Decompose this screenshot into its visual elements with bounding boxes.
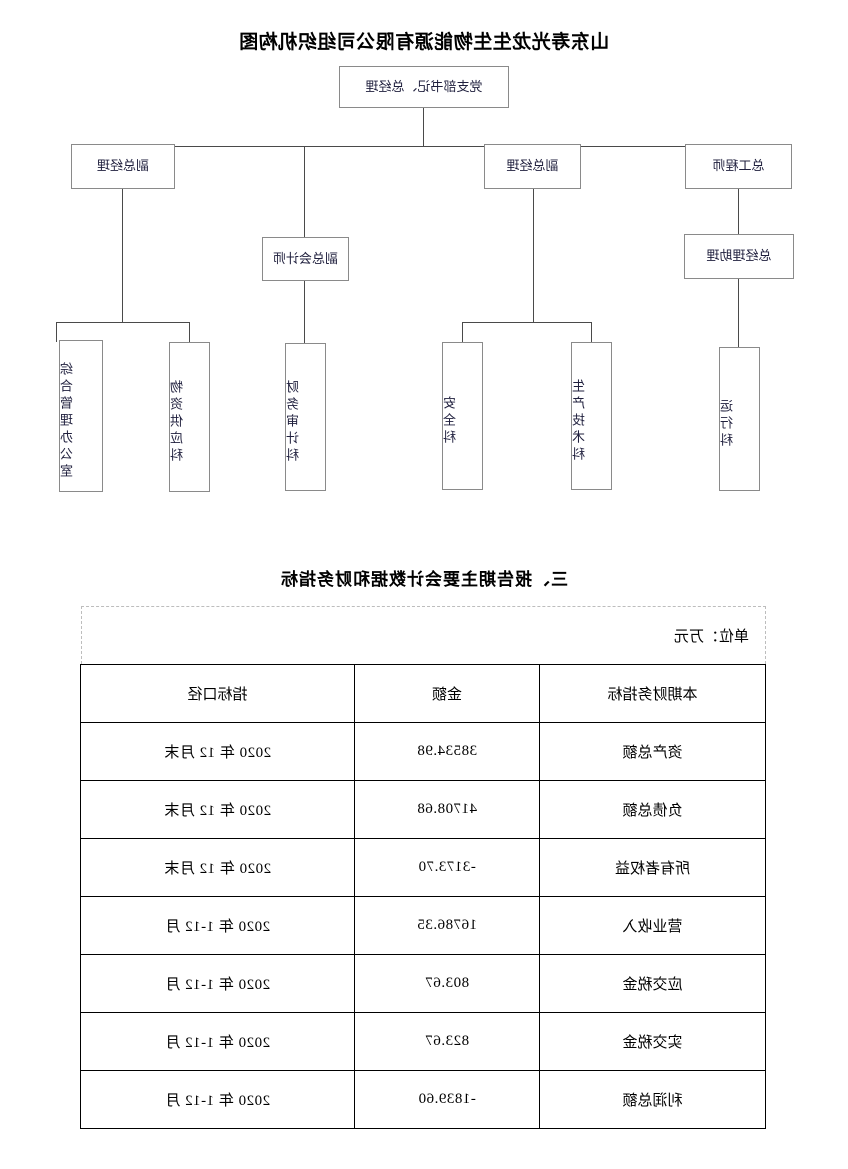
org-node-gm-assistant: 总经理助理 — [684, 234, 794, 279]
column-header-metric: 本期财务指标 — [539, 664, 766, 723]
connector-chief-engineer-to-assistant — [738, 189, 739, 234]
cell-amount: 41708.68 — [354, 780, 540, 839]
cell-metric: 实交税金 — [539, 1012, 766, 1071]
connector-deputy-gm-mid-stem — [533, 189, 534, 322]
connector-drop-production-tech — [591, 322, 592, 342]
column-header-amount: 金额 — [354, 664, 540, 723]
cell-metric: 利润总额 — [539, 1070, 766, 1129]
financial-table-block: 单位：万元 本期财务指标 金额 指标口径 资产总额 38534.98 2020 … — [80, 606, 766, 1129]
table-row: 所有者权益 -3173.70 2020 年 12 月末 — [80, 838, 766, 897]
cell-scope: 2020 年 1-12 月 — [80, 954, 355, 1013]
org-node-deputy-gm-right: 副总经理 — [71, 144, 175, 189]
org-node-chief-engineer: 总工程师 — [685, 144, 792, 189]
org-node-root: 党支部书记、总经理 — [339, 66, 509, 108]
cell-amount: -3173.70 — [354, 838, 540, 897]
cell-amount: -1839.60 — [354, 1070, 540, 1129]
org-node-dept-safety: 安全科 — [442, 342, 483, 490]
connector-deputy-gm-right-stem — [122, 189, 123, 322]
org-node-deputy-chief-accountant: 副总会计师 — [262, 237, 349, 281]
column-header-scope: 指标口径 — [80, 664, 355, 723]
financial-metrics-table: 本期财务指标 金额 指标口径 资产总额 38534.98 2020 年 12 月… — [80, 664, 766, 1129]
connector-drop-safety — [462, 322, 463, 342]
section-heading: 三、报告期主要会计数据和财务指标 — [280, 570, 568, 589]
connector-assistant-to-operations — [738, 279, 739, 347]
org-node-dept-operations: 运行科 — [719, 347, 760, 491]
cell-scope: 2020 年 12 月末 — [80, 780, 355, 839]
cell-amount: 38534.98 — [354, 722, 540, 781]
connector-accountant-to-finance-audit — [304, 281, 305, 343]
org-chart: 山东寿光龙生生物能源有限公司组织机构图 党支部书记、总经理 总工程师 副总经理 … — [0, 0, 848, 520]
connector-drop-deputy-chief-accountant — [304, 146, 305, 238]
cell-scope: 2020 年 1-12 月 — [80, 896, 355, 955]
cell-scope: 2020 年 12 月末 — [80, 722, 355, 781]
connector-level2-bus — [123, 146, 739, 147]
cell-metric: 负债总额 — [539, 780, 766, 839]
cell-metric: 资产总额 — [539, 722, 766, 781]
org-node-dept-material-supply: 物资供应科 — [169, 342, 210, 492]
org-node-dept-production-tech: 生产技术科 — [571, 342, 612, 490]
cell-metric: 应交税金 — [539, 954, 766, 1013]
table-row: 营业收入 16786.35 2020 年 1-12 月 — [80, 896, 766, 955]
cell-metric: 所有者权益 — [539, 838, 766, 897]
connector-deputy-gm-right-bus — [57, 322, 190, 323]
table-row: 应交税金 803.67 2020 年 1-12 月 — [80, 954, 766, 1013]
cell-metric: 营业收入 — [539, 896, 766, 955]
cell-amount: 16786.35 — [354, 896, 540, 955]
cell-scope: 2020 年 12 月末 — [80, 838, 355, 897]
unit-note: 单位：万元 — [81, 606, 766, 664]
cell-scope: 2020 年 1-12 月 — [80, 1070, 355, 1129]
connector-root-stem — [423, 108, 424, 146]
org-node-deputy-gm-mid: 副总经理 — [484, 144, 581, 189]
table-row: 资产总额 38534.98 2020 年 12 月末 — [80, 722, 766, 781]
cell-amount: 803.67 — [354, 954, 540, 1013]
connector-deputy-gm-mid-bus — [463, 322, 592, 323]
org-node-dept-general-admin: 综合管理办公室 — [59, 340, 103, 492]
table-row: 实交税金 823.67 2020 年 1-12 月 — [80, 1012, 766, 1071]
table-row: 利润总额 -1839.60 2020 年 1-12 月 — [80, 1070, 766, 1129]
connector-drop-general-admin — [56, 322, 57, 342]
table-header-row: 本期财务指标 金额 指标口径 — [80, 664, 766, 723]
cell-amount: 823.67 — [354, 1012, 540, 1071]
table-row: 负债总额 41708.68 2020 年 12 月末 — [80, 780, 766, 839]
org-node-dept-finance-audit: 财务审计科 — [285, 343, 326, 491]
org-chart-title: 山东寿光龙生生物能源有限公司组织机构图 — [238, 32, 610, 53]
connector-drop-material-supply — [189, 322, 190, 342]
cell-scope: 2020 年 1-12 月 — [80, 1012, 355, 1071]
